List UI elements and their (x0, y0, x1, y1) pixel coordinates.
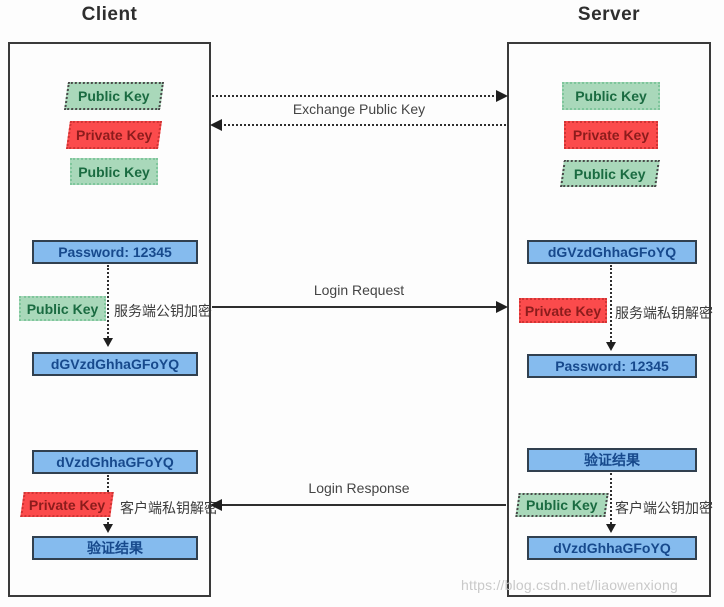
server-result-box: 验证结果 (527, 448, 697, 472)
client-cipher-request-box: dGVzdGhhaGFoYQ (32, 352, 198, 376)
client-title: Client (81, 4, 138, 25)
server-encrypt-key-label: Public Key (526, 497, 598, 513)
login-request-arrow (212, 301, 508, 313)
server-received-client-public-key-shape: Public Key (560, 160, 660, 187)
client-private-key-shape: Private Key (66, 121, 162, 149)
watermark-text: https://blog.csdn.net/liaowenxiong (461, 577, 678, 593)
exchange-public-key-label: Exchange Public Key (292, 101, 426, 117)
client-private-key-label: Private Key (75, 127, 153, 143)
server-encrypt-arrow (606, 473, 616, 533)
server-private-key-shape: Private Key (564, 121, 658, 149)
client-public-key-shape: Public Key (64, 82, 164, 110)
exchange-public-key-arrow-right (212, 90, 508, 102)
server-title: Server (577, 4, 641, 25)
client-password-box: Password: 12345 (32, 240, 198, 264)
exchange-public-key-arrow-left (210, 119, 506, 131)
client-public-key-label: Public Key (78, 88, 150, 104)
client-lifeline-box: Public Key Private Key Public Key Passwo… (8, 42, 218, 597)
client-result-box: 验证结果 (32, 536, 198, 560)
client-cipher-response-box: dVzdGhhaGFoYQ (32, 450, 198, 474)
server-private-key-label: Private Key (572, 127, 650, 143)
client-decrypt-key-shape: Private Key (20, 492, 114, 517)
client-encrypt-arrow (103, 265, 113, 347)
client-encrypt-note: 服务端公钥加密 (114, 303, 212, 319)
server-public-key-label: Public Key (575, 88, 647, 104)
server-cipher-response-box: dVzdGhhaGFoYQ (527, 536, 697, 560)
client-received-server-public-key-shape: Public Key (70, 158, 158, 185)
client-received-public-key-label: Public Key (78, 163, 150, 180)
server-decrypt-key-shape: Private Key (519, 298, 607, 323)
client-encrypt-key-label: Public Key (26, 300, 99, 317)
server-decrypt-arrow (606, 265, 616, 351)
server-decrypt-note: 服务端私钥解密 (615, 305, 713, 321)
server-encrypt-note: 客户端公钥加密 (615, 500, 713, 516)
client-encrypt-key-shape: Public Key (19, 296, 106, 321)
server-received-public-key-label: Public Key (574, 165, 646, 182)
login-request-label: Login Request (313, 282, 405, 298)
client-decrypt-note: 客户端私钥解密 (120, 500, 218, 516)
login-response-arrow (210, 499, 506, 511)
server-encrypt-key-shape: Public Key (515, 493, 609, 517)
server-cipher-request-box: dGVzdGhhaGFoYQ (527, 240, 697, 264)
server-lifeline-box: Public Key Private Key Public Key dGVzdG… (507, 42, 713, 597)
server-decrypt-key-label: Private Key (524, 302, 602, 319)
client-decrypt-key-label: Private Key (28, 496, 106, 513)
login-response-label: Login Response (308, 480, 410, 496)
server-public-key-shape: Public Key (562, 82, 660, 110)
server-password-box: Password: 12345 (527, 354, 697, 378)
